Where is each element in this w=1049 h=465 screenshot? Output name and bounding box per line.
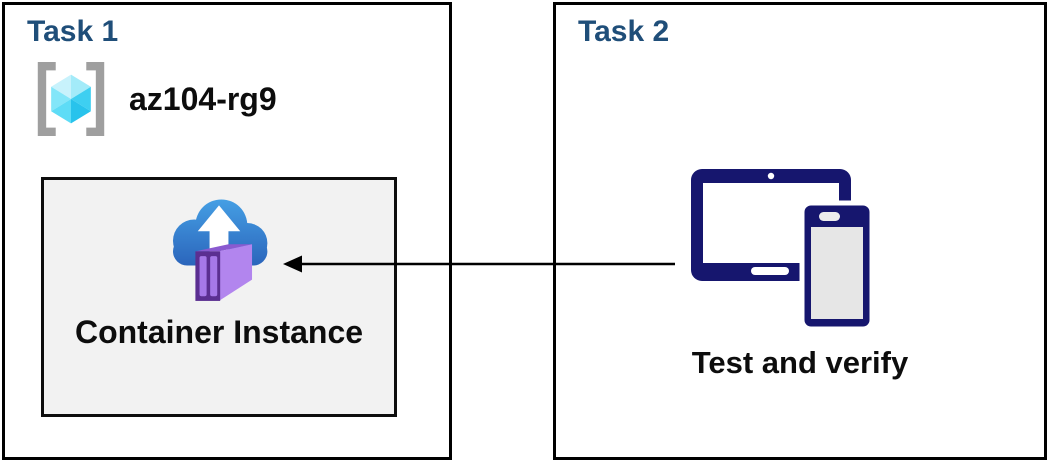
devices-label: Test and verify	[691, 345, 909, 380]
task2-title: Task 2	[578, 15, 670, 48]
task1-box: Task 1 az104-rg9	[2, 2, 452, 460]
task2-box: Task 2 Test and verify	[553, 2, 1047, 460]
tablet-and-phone-icon	[691, 169, 875, 332]
resource-group: az104-rg9	[29, 60, 277, 138]
container-instance-label: Container Instance	[74, 314, 364, 350]
task1-title: Task 1	[27, 15, 119, 48]
container-instance-box: Container Instance	[41, 177, 397, 417]
resource-group-name: az104-rg9	[129, 80, 277, 117]
container-instance-icon	[172, 199, 268, 301]
resource-group-icon	[37, 61, 105, 137]
